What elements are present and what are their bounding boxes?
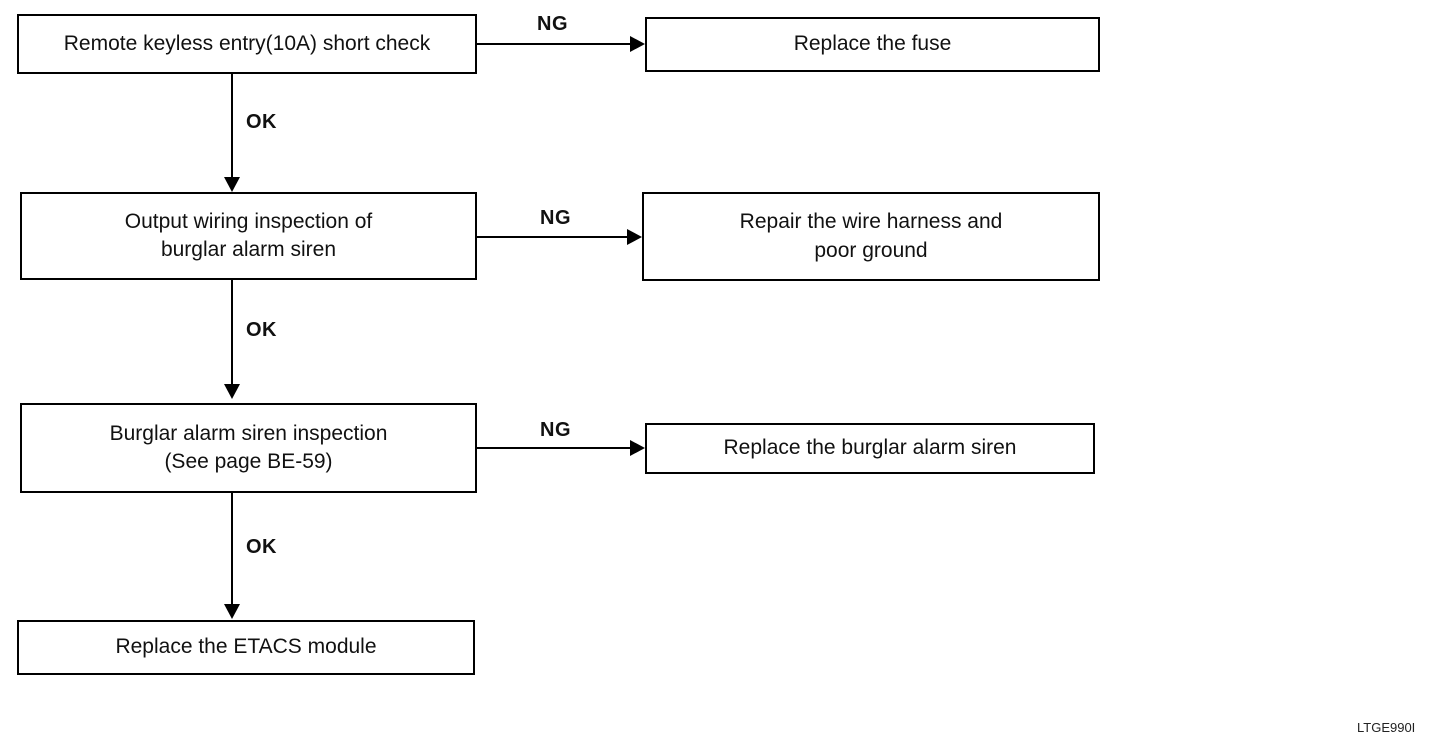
arrow-down-icon bbox=[224, 604, 240, 619]
arrow-ok-3-line bbox=[231, 493, 233, 606]
arrow-right-icon bbox=[627, 229, 642, 245]
flow-node-replace-fuse: Replace the fuse bbox=[645, 17, 1100, 72]
edge-label-ng-1: NG bbox=[537, 13, 568, 35]
flow-node-label-line2: burglar alarm siren bbox=[160, 238, 337, 261]
flow-node-siren-inspection: Burglar alarm siren inspection (See page… bbox=[20, 403, 477, 493]
arrow-ng-1-line bbox=[477, 43, 631, 45]
arrow-down-icon bbox=[224, 384, 240, 399]
flow-node-label: Replace the burglar alarm siren bbox=[723, 436, 1017, 460]
edge-label-ng-3: NG bbox=[540, 419, 571, 441]
flow-node-replace-etacs-module: Replace the ETACS module bbox=[17, 620, 475, 675]
arrow-right-icon bbox=[630, 440, 645, 456]
flow-node-label-line2: poor ground bbox=[814, 238, 928, 262]
edge-label-ok-2: OK bbox=[246, 319, 277, 341]
arrow-right-icon bbox=[630, 36, 645, 52]
flow-node-remote-keyless-short-check: Remote keyless entry(10A) short check bbox=[17, 14, 477, 74]
arrow-ok-2-line bbox=[231, 280, 233, 386]
flow-node-label-line1: Repair the wire harness and bbox=[739, 210, 1003, 234]
edge-label-ok-1: OK bbox=[246, 111, 277, 133]
flow-node-label-line1: Burglar alarm siren inspection bbox=[109, 421, 388, 445]
arrow-ok-1-line bbox=[231, 74, 233, 179]
flow-node-repair-wire-harness: Repair the wire harness and poor ground bbox=[642, 192, 1100, 281]
flow-node-output-wiring-inspection: Output wiring inspection of burglar alar… bbox=[20, 192, 477, 280]
arrow-ng-3-line bbox=[477, 447, 631, 449]
flow-node-label-line2: (See page BE-59) bbox=[164, 450, 333, 473]
flow-node-label: Replace the fuse bbox=[793, 32, 952, 56]
flow-node-label: Remote keyless entry(10A) short check bbox=[63, 31, 431, 55]
flow-node-replace-siren: Replace the burglar alarm siren bbox=[645, 423, 1095, 474]
arrow-ng-2-line bbox=[477, 236, 628, 238]
flow-node-label-line1: Output wiring inspection of bbox=[124, 209, 373, 233]
edge-label-ok-3: OK bbox=[246, 536, 277, 558]
arrow-down-icon bbox=[224, 177, 240, 192]
figure-code: LTGE990I bbox=[1357, 720, 1416, 735]
edge-label-ng-2: NG bbox=[540, 207, 571, 229]
flow-node-label: Replace the ETACS module bbox=[115, 635, 377, 659]
